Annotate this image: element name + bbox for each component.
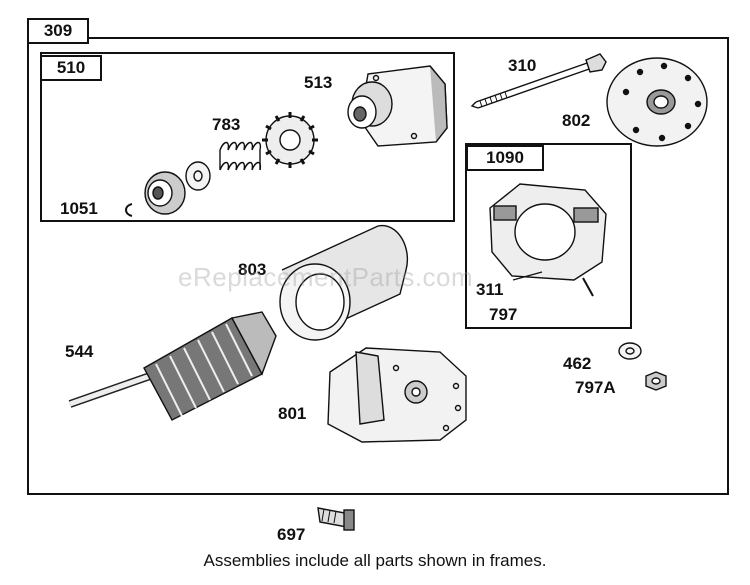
callout-513: 513 (304, 73, 333, 92)
frame-label-510: 510 (40, 55, 102, 81)
callout-802: 802 (562, 111, 591, 130)
callout-797: 797 (489, 305, 518, 324)
callout-310: 310 (508, 56, 537, 75)
end-plate-part (606, 57, 708, 147)
hex-nut-part (645, 371, 667, 391)
frame-label-1090: 1090 (466, 145, 544, 171)
frame-309-assembly (27, 37, 729, 495)
lock-washer-part (618, 342, 642, 360)
stop-collar-part (144, 171, 186, 215)
through-bolt-part (470, 53, 607, 109)
pinion-gear-part (262, 112, 318, 168)
washer-part (185, 161, 211, 191)
drive-housing-part (347, 65, 448, 147)
spring-part (219, 141, 262, 171)
retaining-ring-part (125, 203, 133, 217)
leader-line-311 (512, 271, 543, 281)
brush-holder-part (489, 183, 607, 297)
callout-797a: 797A (575, 378, 616, 397)
callout-801: 801 (278, 404, 307, 423)
screw-part (317, 507, 355, 531)
callout-1051: 1051 (60, 199, 98, 218)
diagram-caption: Assemblies include all parts shown in fr… (203, 551, 547, 570)
armature-part (68, 311, 277, 421)
mounting-bracket-part (327, 347, 467, 443)
callout-783: 783 (212, 115, 241, 134)
callout-311: 311 (476, 280, 504, 299)
frame-1090-assembly (465, 143, 632, 329)
callout-803: 803 (238, 260, 267, 279)
watermark-text: eReplacementParts.com (178, 262, 474, 292)
frame-label-309: 309 (27, 18, 89, 44)
callout-462: 462 (563, 354, 592, 373)
motor-frame-part (279, 225, 408, 341)
frame-510-assembly (40, 52, 455, 222)
callout-697: 697 (277, 525, 306, 544)
callout-544: 544 (65, 342, 94, 361)
